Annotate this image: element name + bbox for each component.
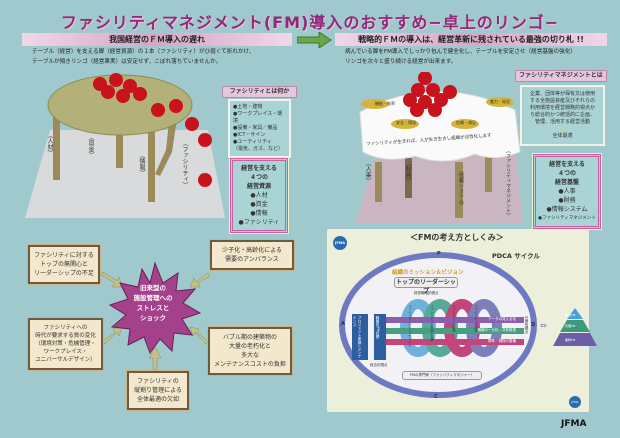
star-burst-icon xyxy=(108,261,202,355)
stress-center-text: 旧来型の施設管理へのストレスとショック xyxy=(133,284,173,322)
ring-label: ファシリティの品質 xyxy=(474,305,478,332)
footer-jfma-logo: JFMA xyxy=(561,419,587,429)
down-arrow-icon: ⇩ xyxy=(559,126,566,133)
strategic-goal-label: 戦略的FM目標 xyxy=(376,316,380,339)
bar-label: 情報の一元化・共有推進 xyxy=(477,328,517,332)
pdca-letter-d: D xyxy=(531,322,536,328)
left-description: テーブル（経営）を支える脚（経営資源）の１本（ファシリティ）がひ弱くて折れかけ、… xyxy=(32,49,255,65)
leg-label: （情報システム） xyxy=(458,168,464,208)
mission-label: 組織のミッション＆ビジョン xyxy=(392,270,464,276)
ring-label: ファシリティの供給と管理 xyxy=(430,305,434,341)
daily-view-label: 日常的視点 xyxy=(525,316,529,334)
leg-label: （資金） xyxy=(87,134,94,158)
bar-label: 標準・規程の整備 xyxy=(488,339,516,343)
cause-note: ファシリティへの時代が要求する質の変化（環境対策・危機管理・ワークプレイス・ユニ… xyxy=(28,318,103,370)
leg-label: （ファシリティマネジメント） xyxy=(505,148,511,218)
ring-label: ファシリティのライフサイクル xyxy=(408,305,412,347)
leg-label: （人材） xyxy=(46,132,53,156)
pyramid-label: 管理FM xyxy=(565,324,576,328)
left-header: 我国経営のＦＭ導入の遅れ xyxy=(22,33,292,46)
fm-definition-box: 企業、団体等が保有又は使用する全施設資産及びそれらの利用環境を経営戦略的視点から… xyxy=(520,85,605,146)
facility-list: ●土地・建物●ワークプレイス・環境●設備・家具／備品●ICT・サイン●ユーティリ… xyxy=(228,99,291,158)
plate-label: 安全・環境 xyxy=(396,120,416,125)
right-description: 病んでいる脚をFM導入でしっかり包んで健全化し、テーブルを安定させ（経営基盤の強… xyxy=(345,49,576,65)
fm-diagram-title: ＜FMの考え方としくみ＞ xyxy=(410,233,504,242)
fm-expert-box: FMの専門家（ファシリティマネジャー） xyxy=(402,371,482,380)
cause-note: バブル期の建築物の大量の老朽化と多大なメンテナンスコストの負担 xyxy=(208,327,292,375)
facility-label: ファシリティとは何か xyxy=(222,86,297,98)
leg-label: （情報） xyxy=(138,152,145,176)
fm-label: ファシリティマネジメントとは xyxy=(515,70,607,82)
plate-label: 機能・効率 xyxy=(375,101,395,106)
pdca-label: PDCA サイクル xyxy=(492,252,540,260)
ring-label: ファシリティの財務 xyxy=(452,305,456,332)
pyramid-label: 業務FM xyxy=(565,338,576,342)
leg-label: （ファシリティ） xyxy=(181,140,188,188)
leadership-box: トップのリーダーシップ xyxy=(394,277,458,295)
leg-label: （財務） xyxy=(404,160,411,184)
cause-note: 少子化・高齢化による需要のアンバランス xyxy=(210,240,294,270)
leg-label: （人事） xyxy=(364,160,371,184)
jfma-badge-logo: JFMA xyxy=(569,396,581,408)
poster-title: ファシリティマネジメント(FM)導入のおすすめ−卓上のリンゴ− xyxy=(60,13,560,32)
pdca-letter-a: A xyxy=(341,321,345,327)
pdca-cycle-ring xyxy=(339,252,537,398)
right-arrow-icon xyxy=(297,32,332,48)
stable-table-illustration xyxy=(355,72,523,224)
jfma-badge-logo: JFMA xyxy=(333,236,347,250)
project-box-label: プロジェクト実施とメンテナンス xyxy=(353,316,362,358)
cause-note: ファシリティに対するトップの無関心とリーダーシップの不足 xyxy=(28,245,100,284)
pyramid-label: 経営FM xyxy=(565,313,576,317)
pdca-letter-c: C xyxy=(434,394,438,400)
tilted-table-illustration xyxy=(25,73,225,218)
cause-note: ファシリティの縦割り管理による全体最適の欠如 xyxy=(127,371,189,410)
plate-label: 魅力・発見 xyxy=(490,99,510,104)
total-view-label: 総合的視点 xyxy=(370,363,388,367)
strategic-view-label: 経営戦略的視点 xyxy=(414,291,439,295)
right-header: 戦略的ＦＭの導入は、経営革新に残されている最強の切り札 !! xyxy=(335,33,607,46)
pdca-letter-p: P xyxy=(437,251,441,257)
bar-label: データの見える化 xyxy=(488,317,516,321)
stress-arrows xyxy=(100,261,211,371)
fm-pyramid xyxy=(553,308,597,346)
double-arrow-icon: ⇔ xyxy=(540,321,547,330)
plate-label: 信頼・満足 xyxy=(456,120,476,125)
